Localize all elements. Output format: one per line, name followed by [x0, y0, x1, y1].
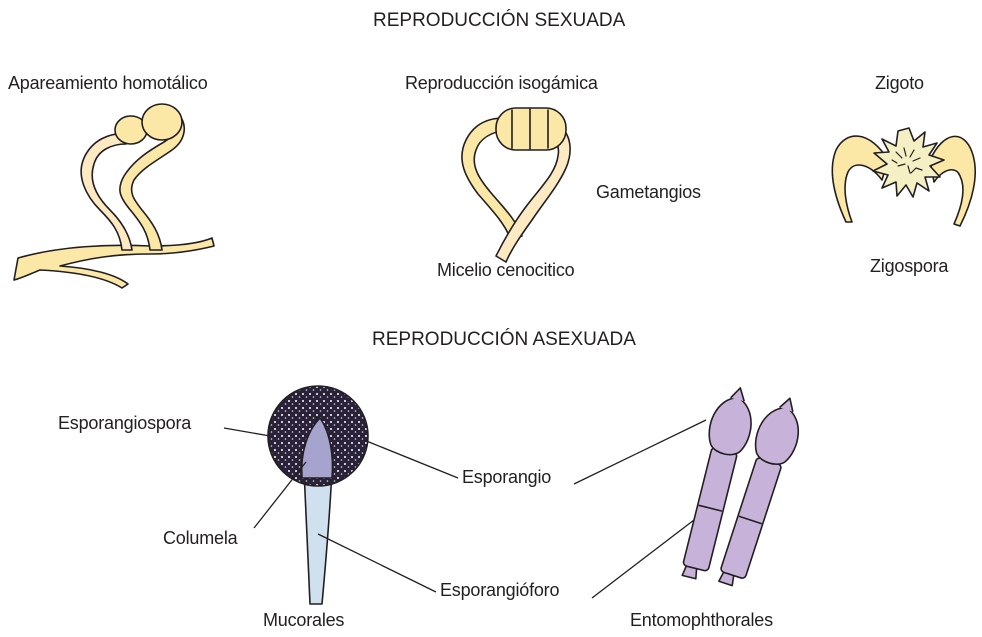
sporangiophore-stalk — [304, 470, 332, 604]
label-isogamic-reproduction: Reproducción isogámica — [405, 73, 598, 94]
suspensor-left — [832, 136, 888, 222]
suspensor-right — [930, 136, 975, 226]
isogamic-gametangia — [496, 108, 566, 150]
label-gametangia: Gametangios — [596, 182, 701, 203]
entomophthorales-drawing — [673, 383, 809, 591]
heading-asexual-reproduction: REPRODUCCIÓN ASEXUADA — [372, 329, 636, 351]
base-hypha — [14, 238, 214, 288]
label-entomophthorales: Entomophthorales — [630, 610, 773, 631]
homothallic-mating-drawing — [14, 104, 214, 288]
leader-sporangiospore — [224, 428, 270, 436]
mucorales-drawing — [268, 386, 368, 604]
label-columella: Columela — [163, 528, 237, 549]
leader-sporangium-mucor — [364, 440, 458, 478]
label-sporangium: Esporangio — [462, 467, 551, 488]
label-sporangiophore: Esporangióforo — [440, 580, 559, 601]
isogamic-drawing — [462, 108, 570, 262]
label-coenocytic-mycelium: Micelio cenocitico — [437, 260, 574, 281]
zygote-drawing — [832, 128, 975, 226]
label-zygospore: Zigospora — [870, 256, 948, 277]
gametangium-right — [142, 104, 182, 140]
leader-sporangiophore-entomo — [592, 520, 694, 598]
leader-sporangiophore-mucor — [318, 534, 436, 592]
label-mucorales: Mucorales — [263, 610, 344, 631]
label-homothallic-mating: Apareamiento homotálico — [8, 73, 208, 94]
heading-sexual-reproduction: REPRODUCCIÓN SEXUADA — [373, 10, 625, 32]
label-sporangiospore: Esporangiospora — [58, 413, 191, 434]
leader-columella — [254, 462, 306, 528]
leader-sporangium-entomo — [574, 420, 706, 484]
label-zygote: Zigoto — [875, 73, 924, 94]
